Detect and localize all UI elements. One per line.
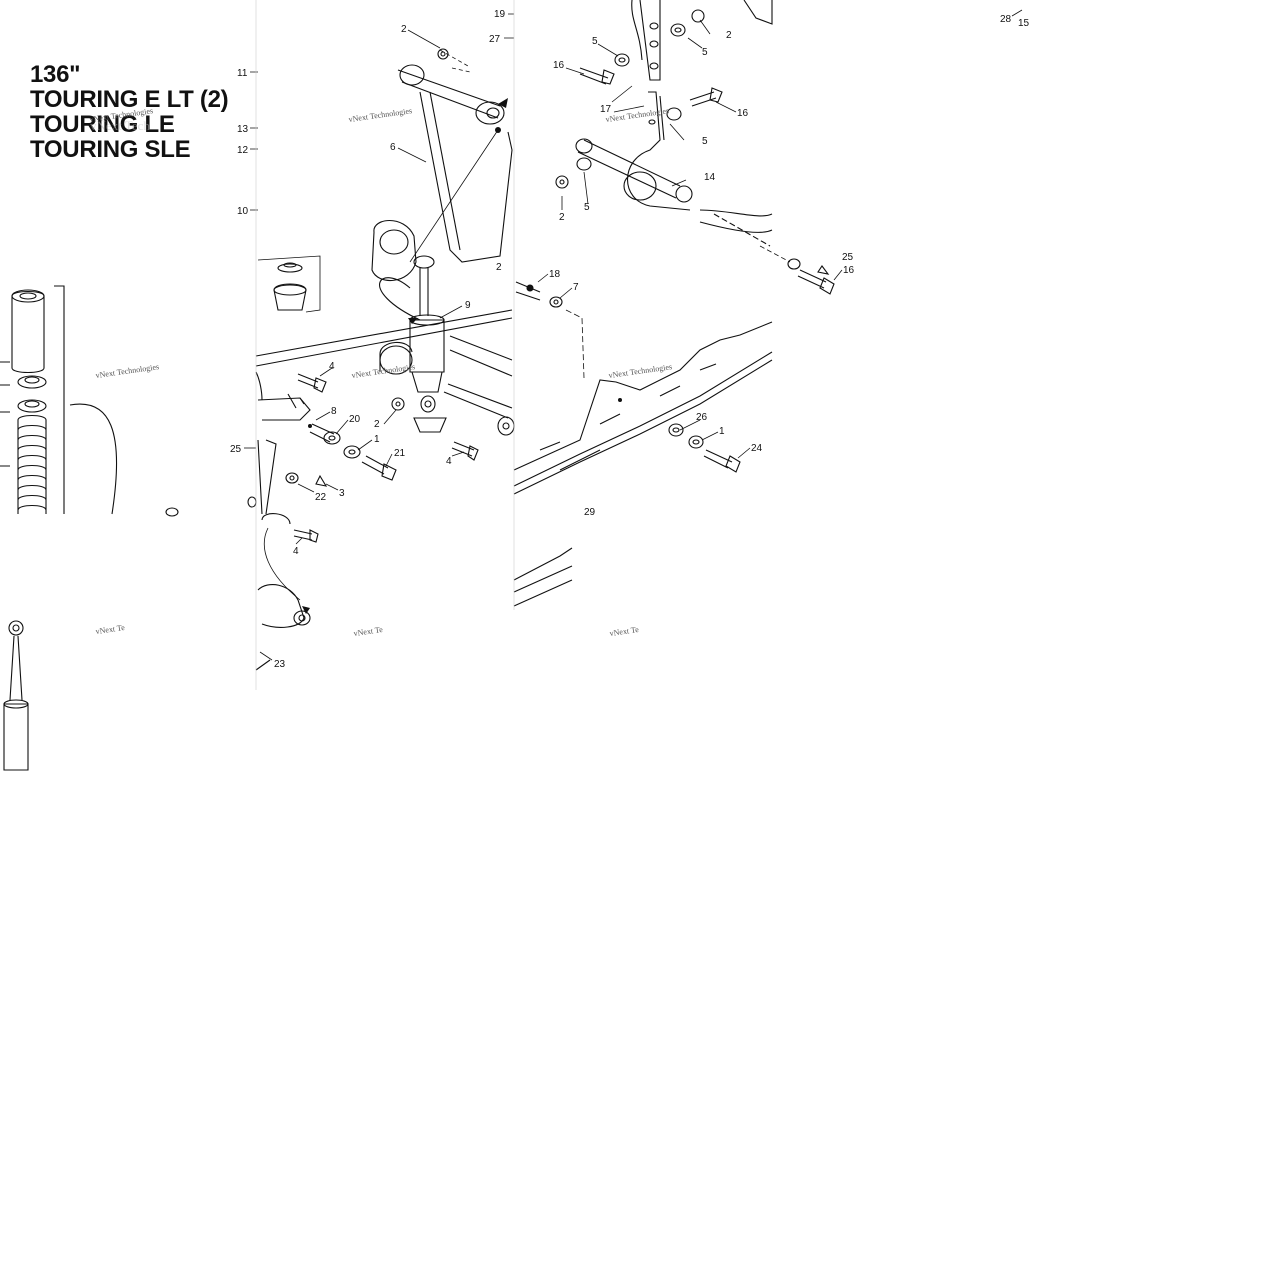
bolt-group-middle <box>247 373 479 543</box>
callout: 9 <box>465 300 471 311</box>
callout: 5 <box>702 47 708 58</box>
slide-rail <box>513 321 773 607</box>
callout: 13 <box>237 124 249 135</box>
callout: 16 <box>553 60 565 71</box>
watermark-3: vNext Technologies <box>605 106 670 124</box>
watermark-4: vNext Technologies <box>95 362 160 380</box>
callout: 12 <box>237 145 249 156</box>
watermark-2: vNext Technologies <box>348 106 413 124</box>
callout: 21 <box>394 448 406 459</box>
callout: 16 <box>843 265 855 276</box>
watermark-8: vNext Te <box>353 625 384 638</box>
callout: 18 <box>549 269 561 280</box>
callout: 4 <box>446 456 452 467</box>
lower-arm-tube <box>255 309 515 436</box>
upper-arm-brackets <box>575 0 773 247</box>
callout: 23 <box>274 659 286 670</box>
watermark-7: vNext Te <box>95 623 126 636</box>
callout: 2 <box>401 24 407 35</box>
callout: 24 <box>751 443 763 454</box>
arrow-heads <box>302 98 622 614</box>
rear-arm-block <box>255 371 311 671</box>
callout: 2 <box>726 30 732 41</box>
callout: 28 <box>1000 14 1012 25</box>
leader-lines <box>244 9 1023 661</box>
callout: 6 <box>390 142 396 153</box>
callout: 10 <box>237 206 249 217</box>
callout: 20 <box>349 414 361 425</box>
callout: 4 <box>293 546 299 557</box>
rear-shock-absorber <box>3 620 29 771</box>
callout: 5 <box>584 202 590 213</box>
front-shock-absorber <box>409 255 447 433</box>
callout: 11 <box>237 68 248 79</box>
callout: 26 <box>696 412 708 423</box>
watermarks: vNext Tech vNext Technologies vNext Tech… <box>89 106 673 638</box>
title-model-1: TOURING E LT (2) <box>30 86 229 113</box>
callout: 7 <box>573 282 579 293</box>
title-size: 136" <box>30 61 81 88</box>
callout: 2 <box>559 212 565 223</box>
callout: 1 <box>374 434 380 445</box>
diagram-title: 136" TOURING E LT (2) TOURING LE TOURING… <box>30 61 229 163</box>
callout-numbers: 2 19 27 11 13 12 10 6 5 5 2 16 17 16 5 1… <box>230 9 1030 670</box>
shock-spring-assembly <box>0 285 179 517</box>
watermark-5: vNext Technologies <box>351 362 416 380</box>
watermark-6: vNext Technologies <box>608 362 673 380</box>
callout: 22 <box>315 492 327 503</box>
callout: 27 <box>489 34 501 45</box>
callout: 15 <box>1018 18 1030 29</box>
callout: 25 <box>230 444 242 455</box>
callout: 19 <box>494 9 506 20</box>
svg-text:vNext Tech: vNext Tech <box>90 118 150 133</box>
callout: 2 <box>496 262 502 273</box>
stopper-parts <box>257 255 321 313</box>
tile-crop-edges <box>255 0 515 690</box>
callout: 8 <box>331 406 337 417</box>
callout: 25 <box>842 252 854 263</box>
callout: 3 <box>339 488 345 499</box>
callout: 17 <box>600 104 612 115</box>
front-arm-assembly <box>371 48 513 321</box>
callout: 4 <box>329 361 335 372</box>
callout: 5 <box>592 36 598 47</box>
callout: 29 <box>584 507 596 518</box>
watermark-9: vNext Te <box>609 625 640 638</box>
callout: 16 <box>737 108 749 119</box>
callout: 2 <box>374 419 380 430</box>
pivot-parts <box>515 9 835 473</box>
callout: 14 <box>704 172 716 183</box>
title-model-3: TOURING SLE <box>30 136 191 163</box>
callout: 5 <box>702 136 708 147</box>
title-model-2: TOURING LE <box>30 111 175 138</box>
callout: 1 <box>719 426 725 437</box>
